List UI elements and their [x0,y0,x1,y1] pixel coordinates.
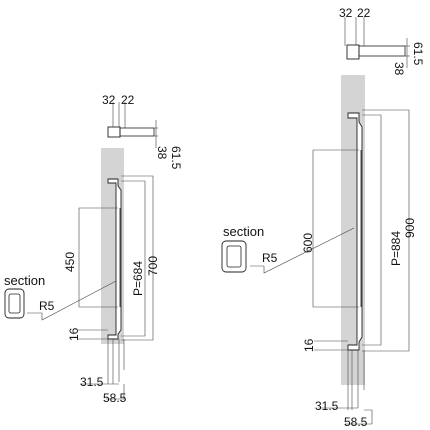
right-grip-length: 600 [301,233,315,253]
right-length: 900 [403,218,417,238]
right-handle-bar [347,112,363,351]
right-end-height: 16 [302,338,316,352]
left-top-view [107,102,158,148]
left-width-a: 32 [102,93,116,107]
left-bottom-b: 58.5 [103,391,127,405]
left-end-height: 16 [67,327,81,341]
right-section-inner [226,245,242,268]
right-pitch: P=884 [389,231,403,266]
right-depth: 61.5 [411,42,425,66]
right-offset: 38 [392,62,406,76]
left-bottom-a: 31.5 [80,375,104,389]
right-radius: R5 [262,251,278,265]
left-section-inner [8,293,21,314]
left-section-outer [4,288,25,319]
right-section-label: section [223,224,264,239]
left-handle-bar [107,178,122,340]
right-handle-drawing: 32 22 61.5 38 600 P=884 900 16 31.5 58.5 [221,6,425,429]
right-bottom-a: 31.5 [315,399,339,413]
right-width-a: 32 [339,6,353,20]
right-top-view [344,17,410,68]
left-grip-length: 450 [63,252,77,272]
left-radius: R5 [39,299,55,313]
left-depth: 61.5 [169,146,183,170]
right-bottom-b: 58.5 [344,415,368,429]
left-length: 700 [146,256,160,276]
left-handle-drawing: 32 22 61.5 38 450 P=684 700 16 31.5 58.5 [4,93,183,405]
right-width-b: 22 [357,6,371,20]
left-width-b: 22 [121,93,135,107]
right-section-outer [221,240,247,273]
left-pitch: P=684 [131,261,145,296]
left-offset: 38 [155,146,169,160]
left-section-label: section [4,273,45,288]
